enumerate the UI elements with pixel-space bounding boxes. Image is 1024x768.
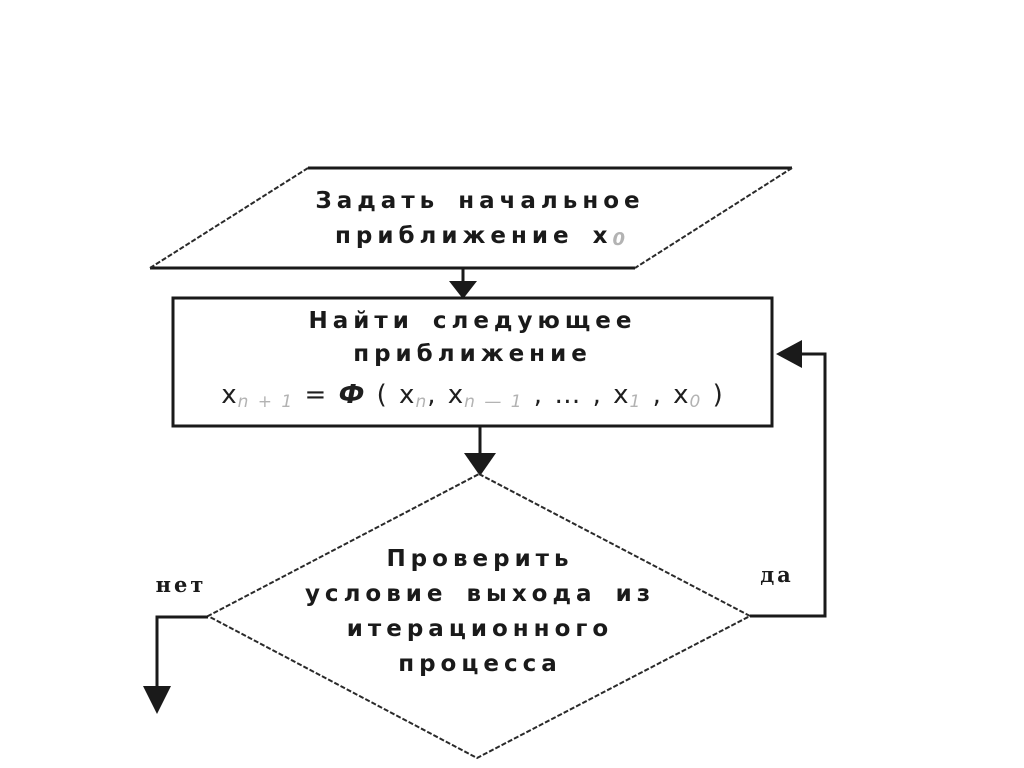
x0-subscript: 0: [612, 229, 625, 250]
diamond-shape: [205, 472, 753, 760]
rectangle-shape: [171, 296, 774, 428]
diamond-line1: Проверить: [386, 546, 574, 572]
rectangle-line2: приближение: [353, 341, 592, 367]
parallelogram-line1: Задать начальное: [315, 188, 645, 214]
parallelogram-shape: [149, 166, 793, 270]
no-exit-arrow: [143, 615, 208, 714]
arrow-rectangle-to-diamond: [464, 426, 496, 476]
arrow-parallelogram-to-rectangle: [449, 268, 477, 299]
iteration-formula: xn + 1 = Ф ( xn, xn — 1 , … , x1 , x0 ): [221, 380, 724, 412]
rectangle-line1: Найти следующее: [308, 308, 637, 334]
no-label: нет: [155, 572, 207, 597]
yes-label: да: [760, 562, 794, 587]
diamond-text: Проверить условие выхода из итерационног…: [270, 542, 690, 682]
phi-symbol: Ф: [338, 380, 366, 410]
rectangle-text: Найти следующее приближение xn + 1 = Ф (…: [173, 305, 772, 419]
diamond-line4: процесса: [398, 651, 562, 677]
yes-loop-arrow: [750, 340, 827, 618]
parallelogram-text: Задать начальное приближение x0: [250, 184, 710, 257]
diamond-line3: итерационного: [346, 616, 614, 642]
diamond-line2: условие выхода из: [304, 581, 656, 607]
parallelogram-line2: приближение x0: [335, 223, 625, 250]
